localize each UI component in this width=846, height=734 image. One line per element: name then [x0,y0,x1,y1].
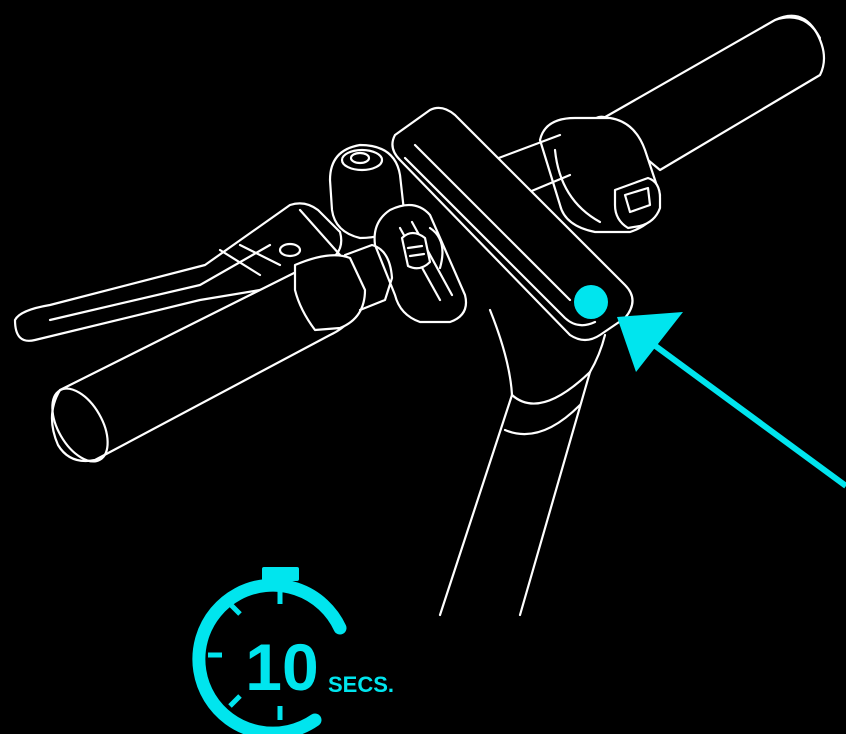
bell-clamp [373,203,468,324]
timer-number: 10 [245,630,318,704]
power-button[interactable] [574,285,608,319]
timer-unit: SECS. [328,672,394,697]
arrow-icon [617,312,846,489]
brake-lever [13,202,343,342]
stopwatch-icon [192,567,347,734]
left-grip [50,243,394,463]
stem-tube [438,308,607,617]
right-collar [538,116,662,234]
